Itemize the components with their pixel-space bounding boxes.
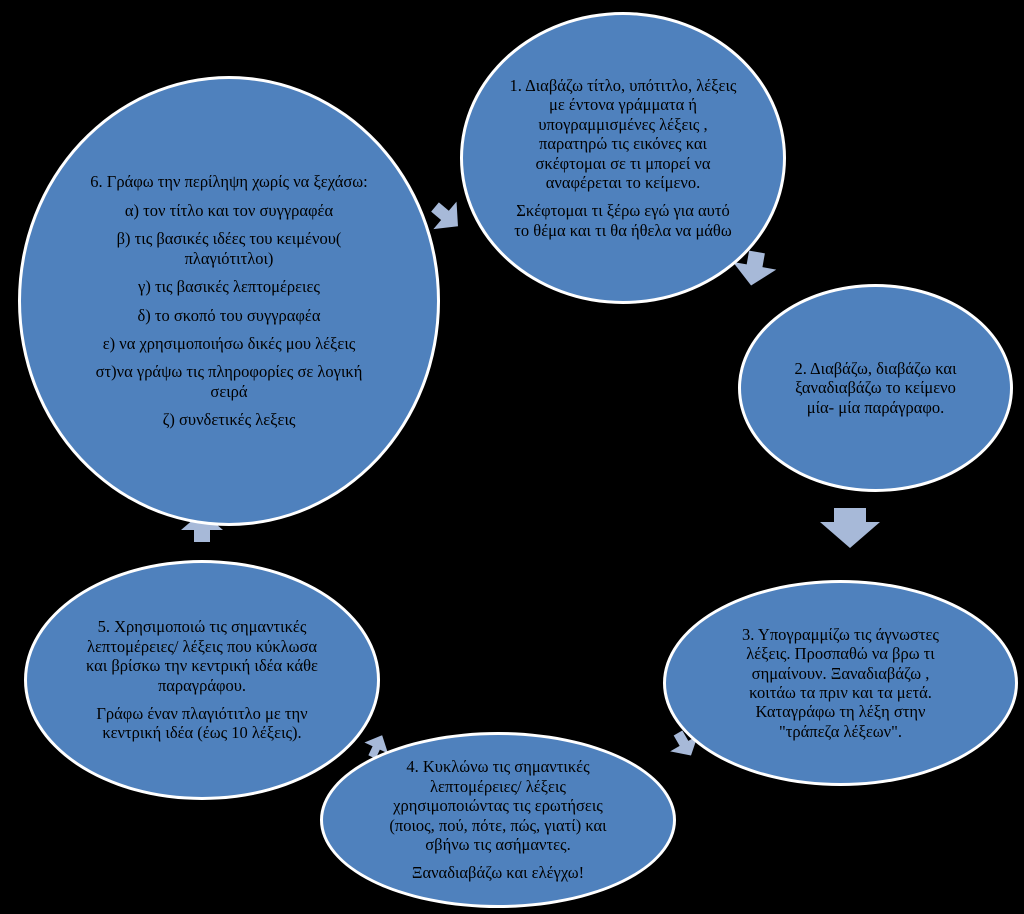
step-6-item-b: β) τις βασικές ιδέες του κειμένου( πλαγι… [116,229,342,268]
step-5-text: 5. Χρησιμοποιώ τις σημαντικές λεπτομέρει… [86,617,318,695]
step-1-circle: 1. Διαβάζω τίτλο, υπότιτλο, λέξεις με έν… [460,12,786,304]
step-5-note: Γράφω έναν πλαγιότιτλο με την κεντρική ι… [96,703,308,743]
step-1-text: 1. Διαβάζω τίτλο, υπότιτλο, λέξεις με έν… [509,75,737,192]
step-3-text: 3. Υπογραμμίζω τις άγνωστες λέξεις. Προσ… [742,624,939,741]
step-2-text: 2. Διαβάζω, διαβάζω και ξαναδιαβάζω το κ… [794,358,957,417]
arrow-6-to-1 [431,201,458,230]
step-3-circle: 3. Υπογραμμίζω τις άγνωστες λέξεις. Προσ… [663,580,1018,786]
step-4-note: Ξαναδιαβάζω και ελέγχω! [411,863,585,883]
step-6-heading: 6. Γράφω την περίληψη χωρίς να ξεχάσω: [90,172,368,192]
step-1-note: Σκέφτομαι τι ξέρω εγώ για αυτό το θέμα κ… [514,201,732,240]
step-6-item-d: δ) το σκοπό του συγγραφέα [137,305,321,325]
step-5-circle: 5. Χρησιμοποιώ τις σημαντικές λεπτομέρει… [24,560,380,800]
arrow-2-to-3 [820,508,880,548]
arrow-3-to-4 [670,730,698,756]
arrow-5-to-6 [181,512,223,542]
step-6-item-e: ε) να χρησιμοποιήσω δικές μου λέξεις [102,333,356,353]
step-4-circle: 4. Κυκλώνω τις σημαντικές λεπτομέρειες/ … [320,732,676,908]
step-6-circle: 6. Γράφω την περίληψη χωρίς να ξεχάσω: α… [18,76,440,526]
step-2-circle: 2. Διαβάζω, διαβάζω και ξαναδιαβάζω το κ… [738,284,1013,492]
step-6-item-a: α) τον τίτλο και τον συγγραφέα [124,200,334,220]
arrow-1-to-2 [732,250,777,286]
step-6-item-c: γ) τις βασικές λεπτομέρειες [138,277,320,297]
step-6-item-z: ζ) συνδετικές λεξεις [162,410,296,430]
step-6-item-st: στ)να γράψω τις πληροφορίες σε λογική σε… [95,362,363,401]
step-4-text: 4. Κυκλώνω τις σημαντικές λεπτομέρειες/ … [389,757,607,854]
arrow-4-to-5 [364,735,389,759]
